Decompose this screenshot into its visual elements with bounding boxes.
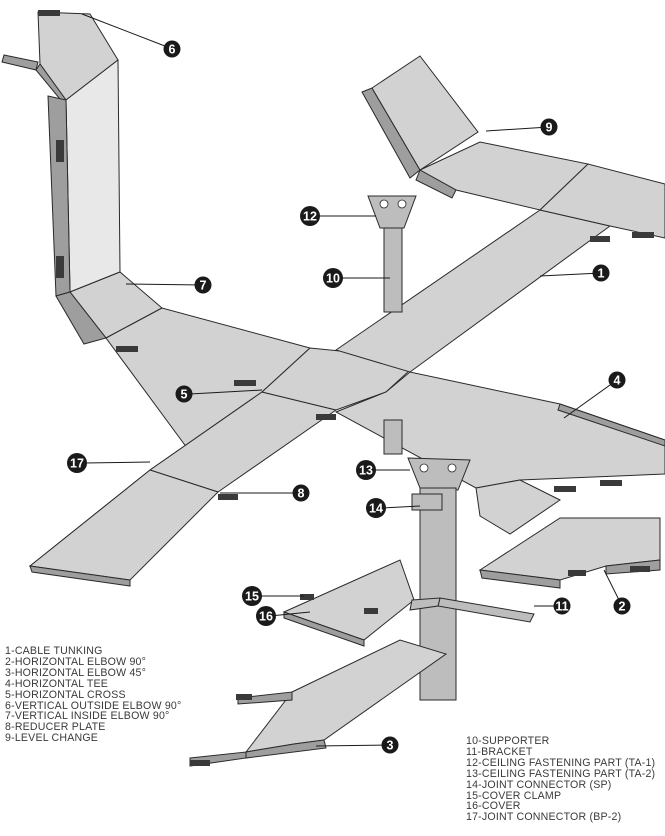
legend-item: 14-JOINT CONNECTOR (SP) [466,778,612,791]
leader-lines [81,13,623,747]
svg-text:17: 17 [70,457,84,471]
legend-item: 8-REDUCER PLATE [5,721,106,734]
callout-5: 5 [175,385,193,403]
left-tray-run [28,307,338,587]
svg-text:12: 12 [303,210,317,224]
legend-item: 2-HORIZONTAL ELBOW 90° [5,655,147,668]
legend-item: 3-HORIZONTAL ELBOW 45° [5,666,147,679]
callout-9: 9 [540,118,558,136]
supporter-10 [367,195,417,455]
svg-text:15: 15 [245,590,259,604]
upper-right-run [334,55,665,373]
callout-10: 10 [323,268,343,288]
callout-7: 7 [194,276,212,294]
cover-part [282,559,415,647]
svg-text:8: 8 [298,487,305,501]
callout-3: 3 [381,736,399,754]
callout-6: 6 [163,40,181,58]
svg-text:1: 1 [598,267,605,281]
svg-text:10: 10 [326,272,340,286]
callout-15: 15 [242,586,262,606]
svg-text:14: 14 [369,502,383,516]
horizontal-tee-run [334,371,665,535]
callout-2: 2 [613,597,631,615]
callout-12: 12 [300,206,320,226]
callout-4: 4 [608,371,626,389]
vertical-riser [1,10,163,345]
callout-16: 16 [256,606,276,626]
svg-text:2: 2 [619,600,626,614]
callout-1: 1 [592,264,610,282]
legend-right: 10-SUPPORTER 11-BRACKET 12-CEILING FASTE… [466,736,655,823]
svg-text:5: 5 [181,388,188,402]
legend-item: 11-BRACKET [466,745,533,758]
svg-text:9: 9 [546,121,553,135]
callout-8: 8 [292,484,310,502]
legend-item: 4-HORIZONTAL TEE [5,677,109,690]
legend-item: 16-COVER [466,800,521,813]
horizontal-elbow-90-part [478,517,661,589]
svg-text:11: 11 [555,600,568,614]
svg-text:7: 7 [200,279,207,293]
legend-item: 7-VERTICAL INSIDE ELBOW 90° [5,710,170,723]
legend-left: 1-CABLE TUNKING 2-HORIZONTAL ELBOW 90° 3… [5,646,181,744]
callout-13: 13 [356,460,376,480]
legend-item: 1-CABLE TUNKING [5,645,103,657]
callout-11: 11 [553,597,571,615]
svg-text:4: 4 [614,374,621,388]
legend-item: 6-VERTICAL OUTSIDE ELBOW 90° [5,699,182,712]
svg-text:3: 3 [387,739,394,753]
legend-item: 9-LEVEL CHANGE [5,732,99,745]
horizontal-elbow-45-part [189,639,448,767]
svg-text:16: 16 [259,610,273,624]
legend-item: 13-CEILING FASTENING PART (TA-2) [466,767,656,780]
legend-item: 15-COVER CLAMP [466,789,562,802]
callout-14: 14 [366,498,386,518]
legend-item: 12-CEILING FASTENING PART (TA-1) [466,756,656,769]
legend-item: 17-JOINT CONNECTOR (BP-2) [466,811,622,824]
svg-text:13: 13 [359,464,373,478]
callout-17: 17 [67,453,87,473]
svg-text:6: 6 [169,43,176,57]
legend-item: 5-HORIZONTAL CROSS [5,688,126,701]
legend-item: 10-SUPPORTER [466,735,550,747]
